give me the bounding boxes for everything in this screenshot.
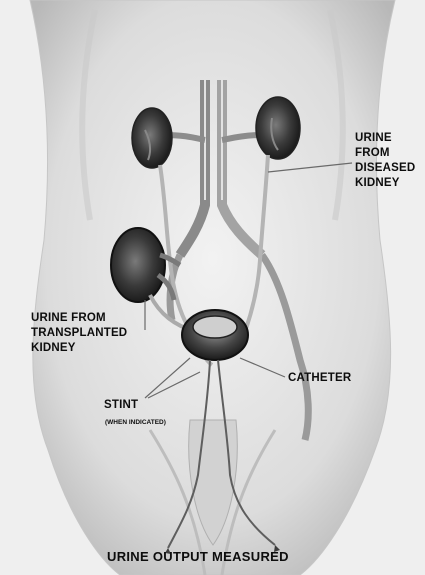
label-stint-note: (WHEN INDICATED) [105,419,166,427]
left-diseased-kidney [132,108,172,168]
caption: URINE OUTPUT MEASURED [107,549,289,564]
label-urine-from-diseased-kidney: URINE FROM DISEASED KIDNEY [355,131,415,191]
label-line: KIDNEY [31,341,127,356]
label-line: TRANSPLANTED [31,326,127,341]
transplanted-kidney [111,228,165,302]
label-line: KIDNEY [355,176,415,191]
label-line: URINE [355,131,415,146]
label-line: FROM [355,146,415,161]
label-catheter: CATHETER [288,371,351,386]
label-line: URINE FROM [31,311,127,326]
label-urine-from-transplanted-kidney: URINE FROM TRANSPLANTED KIDNEY [31,311,127,356]
bladder-opening [193,316,237,338]
label-line: DISEASED [355,161,415,176]
label-stint: STINT [104,398,138,413]
